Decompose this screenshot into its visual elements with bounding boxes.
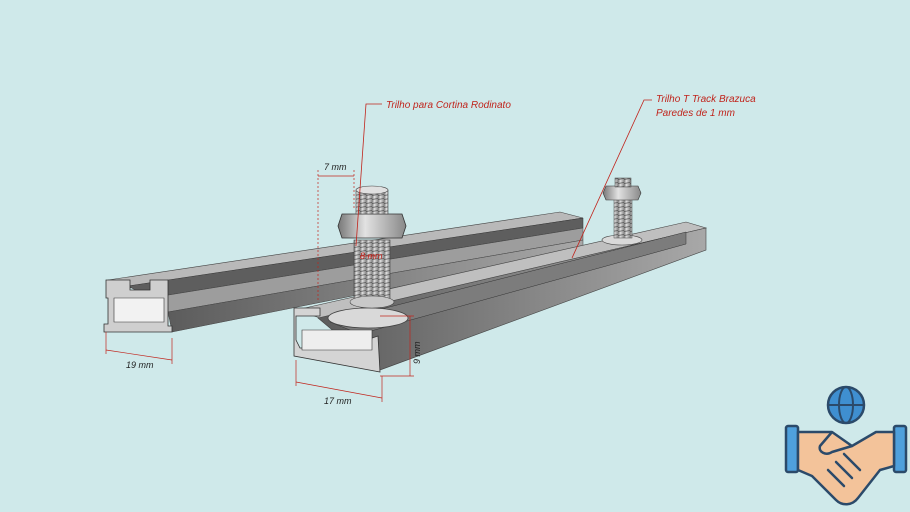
dim-left-rail-width: 19 mm bbox=[126, 360, 154, 370]
dim-bolt: 8 mm bbox=[360, 251, 383, 261]
dim-right-rail-height: 9 mm bbox=[412, 341, 422, 364]
dim-slot-width: 7 mm bbox=[324, 162, 347, 172]
callout-ttrack-name: Trilho T Track Brazuca bbox=[656, 94, 756, 105]
handshake-globe-icon bbox=[784, 385, 908, 506]
back-bolt bbox=[601, 177, 643, 246]
right-rail bbox=[293, 221, 708, 373]
callout-lines bbox=[355, 99, 652, 259]
dim-right-rail-width: 17 mm bbox=[324, 396, 352, 406]
dimension-lines bbox=[105, 170, 414, 402]
front-bolt bbox=[327, 185, 409, 329]
callout-ttrack-walls: Paredes de 1 mm bbox=[656, 108, 735, 119]
callout-rodinato: Trilho para Cortina Rodinato bbox=[386, 100, 511, 111]
